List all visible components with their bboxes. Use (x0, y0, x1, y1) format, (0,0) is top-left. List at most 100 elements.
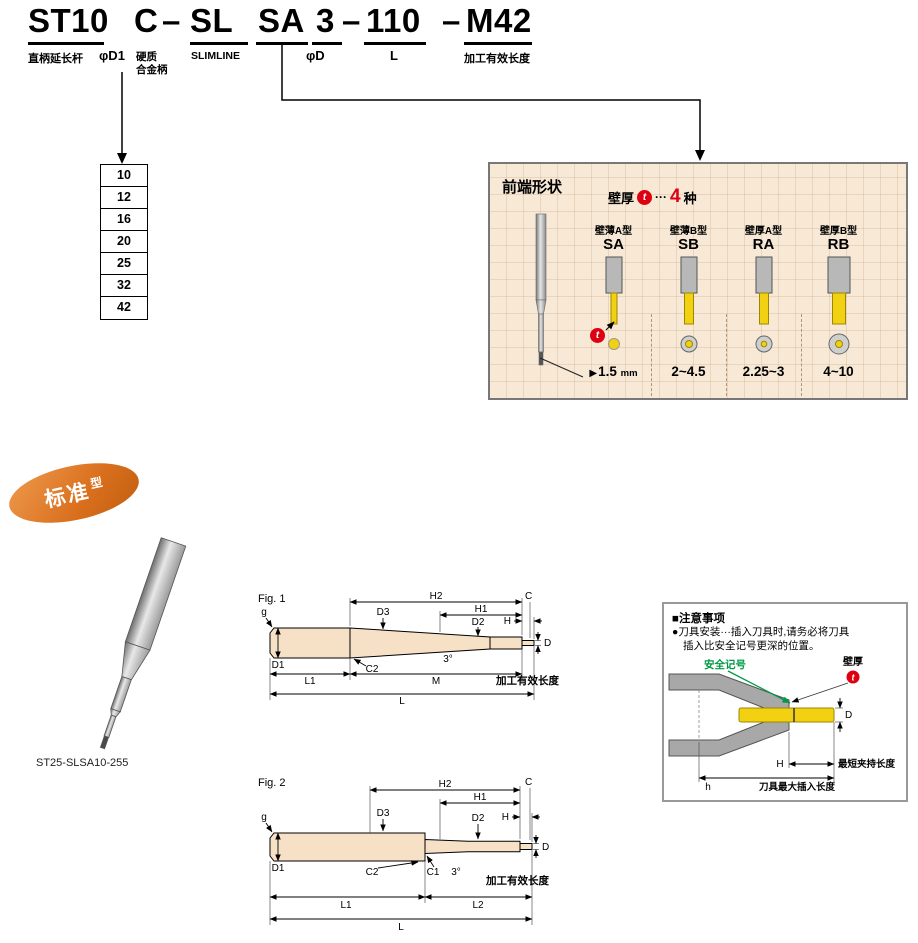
dim-c1: C1 (427, 867, 440, 878)
wall-range-value: 2.25~3 (742, 364, 785, 379)
code-seg-3: 3 (316, 2, 335, 39)
fig1-drawing: Fig. 1 (258, 591, 559, 707)
code-dash-2: – (342, 2, 361, 39)
safety-mark-label: 安全记号 (704, 658, 746, 671)
tip-shape-drawing-ra (755, 256, 772, 325)
code-dash-3: – (442, 2, 461, 39)
underline-st10 (28, 42, 104, 45)
column-divider (801, 314, 802, 396)
code-seg-sa: SA (258, 2, 305, 39)
t-mark-text: t (852, 673, 856, 683)
note-dimension-lines (698, 698, 843, 781)
dim-h2: H2 (439, 779, 452, 790)
dim-l1: L1 (340, 900, 352, 911)
dim-m: M (432, 676, 440, 687)
wall-thickness-headline: 壁厚 t ··· 4 种 (608, 186, 697, 208)
size-cell: 16 (101, 209, 147, 231)
underline-sl (190, 42, 248, 45)
fig2-drawing: Fig. 2 (258, 777, 549, 933)
column-divider (726, 314, 727, 396)
max-insertion-label: 刀具最大插入长度 (759, 781, 836, 793)
fig2-extension-lines (269, 786, 539, 925)
label-phi-d1: φD1 (99, 48, 125, 63)
dim-c: C (525, 591, 532, 602)
label-straight-shank: 直柄延长杆 (28, 53, 83, 65)
column-divider (651, 314, 652, 396)
code-dash-1: – (162, 2, 181, 39)
caution-text-line1: ●刀具安装···插入刀具时,请务必将刀具 (672, 626, 850, 638)
dim-angle: 3° (451, 867, 461, 878)
inserted-tool (738, 707, 835, 723)
underline-3 (312, 42, 342, 45)
dots: ··· (655, 190, 668, 204)
dim-c2: C2 (366, 867, 379, 878)
photo-caption: ST25-SLSA10-255 (36, 757, 129, 769)
tip-type-code: RB (827, 236, 850, 253)
underline-sa (256, 42, 308, 45)
tip-type-columns: 壁薄A型 SA ▶1.5 mm 壁薄B型 SB (576, 222, 876, 379)
underline-m42 (464, 42, 532, 45)
wall-range-value: 2~4.5 (671, 364, 706, 379)
code-seg-m42: M42 (466, 2, 532, 39)
dim-h1: H1 (474, 792, 487, 803)
wall-thickness-label: 壁厚 (843, 655, 863, 668)
fig2-dimension-lines (265, 787, 540, 922)
badge-suffix-text: 型 (88, 474, 104, 491)
label-effective-length: 加工有效长度 (464, 53, 530, 65)
badge-main-text: 标准 (42, 479, 93, 512)
standard-type-badge: 标准 型 (3, 452, 145, 534)
note-labels: 安全记号 壁厚 t D H 最短夹持长度 h 刀具最大插入长度 (704, 655, 896, 793)
shank-diameter-table: 10 12 16 20 25 32 42 (100, 164, 148, 320)
dim-c2: C2 (366, 664, 379, 675)
code-seg-110: 110 (366, 2, 421, 39)
dim-d3: D3 (377, 607, 390, 618)
dim-l: L (398, 922, 404, 933)
size-cell: 10 (101, 165, 147, 187)
slim-tool-body (535, 213, 547, 366)
dim-d1: D1 (272, 863, 285, 874)
code-seg-st10: ST10 (28, 2, 109, 39)
t-mark-icon (846, 670, 860, 684)
wall-range-value: 4~10 (823, 364, 854, 379)
tip-shape-drawing-sb (680, 256, 697, 325)
fig1-dimension-labels: H2 H1 C H D3 D2 D g D1 C2 L1 M 3° 加工有效长度… (261, 591, 559, 707)
underline-110 (364, 42, 426, 45)
fig1-tool-profile (269, 627, 535, 659)
dim-d3: D3 (377, 808, 390, 819)
tip-type-column-rb: 壁厚B型 RB 4~10 (801, 222, 876, 379)
fig2-dimension-labels: H2 H1 C H D3 D2 D g D1 C2 C1 3° 加工有效长度 L… (261, 777, 549, 933)
size-cell: 42 (117, 300, 131, 314)
dim-d: D (542, 842, 549, 853)
dim-d1: D1 (272, 660, 285, 671)
dim-d: D (845, 710, 852, 721)
tip-type-code: RA (752, 236, 775, 253)
wall-range-value: ▶1.5 mm (589, 364, 638, 379)
dim-angle: 3° (443, 654, 453, 665)
dim-d2: D2 (472, 617, 485, 628)
panel-title: 前端形状 (502, 179, 563, 196)
dim-l1: L1 (304, 676, 316, 687)
effective-length-label: 加工有效长度 (485, 874, 549, 887)
dim-d2: D2 (472, 813, 485, 824)
label-phi-d: φD (306, 48, 325, 63)
min-clamp-label: 最短夹持长度 (838, 758, 896, 770)
dim-h: H (776, 759, 783, 770)
fig1-title: Fig. 1 (258, 593, 286, 605)
tip-type-label: 壁厚B型 (819, 226, 858, 237)
size-cell: 12 (101, 187, 147, 209)
dim-h: H (504, 616, 511, 627)
dim-h-small: h (705, 782, 711, 793)
dim-h: H (502, 812, 509, 823)
wall-thickness-leader (791, 682, 849, 703)
tool-photo-body (99, 537, 187, 750)
caution-title: ■注意事项 (672, 613, 725, 625)
size-cell: 25 (101, 253, 147, 275)
dim-c: C (525, 777, 532, 788)
tip-type-column-sb: 壁薄B型 SB 2~4.5 (651, 222, 726, 379)
slim-tool-illustration (535, 213, 547, 366)
tip-type-column-ra: 壁厚A型 RA 2.25~3 (726, 222, 801, 379)
tip-shape-drawing-rb (827, 256, 850, 325)
tip-cross-section-ra (755, 335, 772, 353)
caution-text-line2: 插入比安全记号更深的位置。 (683, 639, 820, 652)
